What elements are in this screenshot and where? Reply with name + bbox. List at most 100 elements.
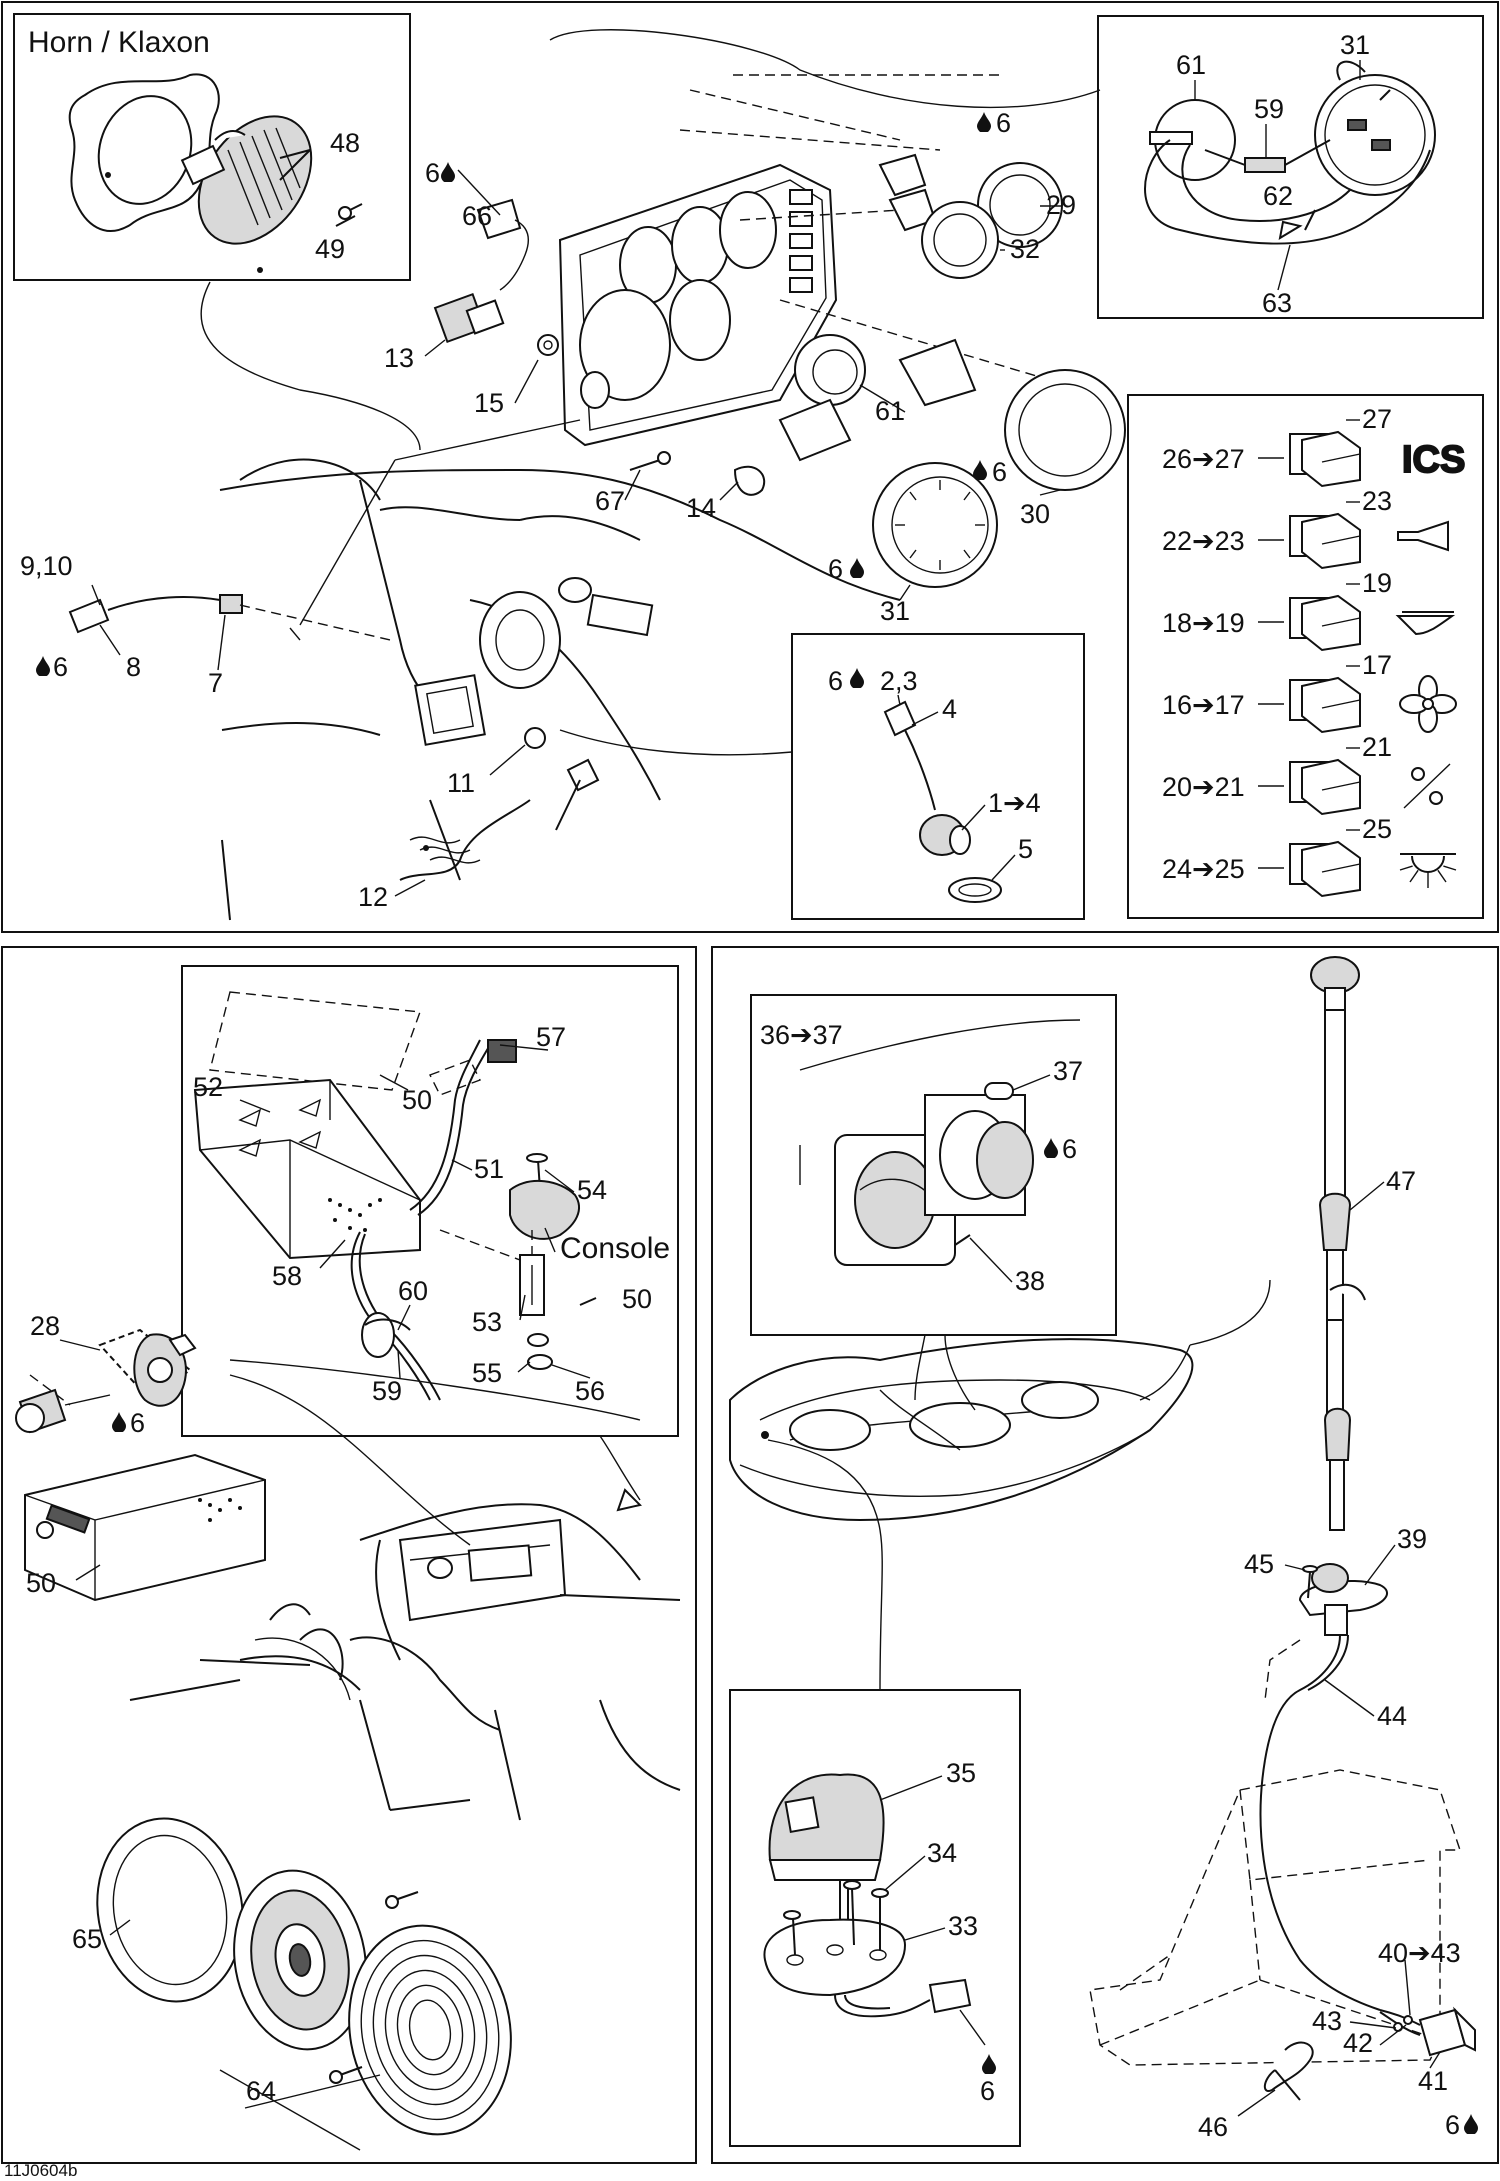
label-53: 53 [472, 1307, 502, 1337]
switch-part-label: 17 [1362, 650, 1392, 680]
label-5: 5 [1018, 834, 1033, 864]
label-6-c: 6 [992, 457, 1007, 487]
label-54: 54 [577, 1175, 607, 1205]
switch-kit-label: 24➔25 [1162, 854, 1245, 884]
dash-console [68, 29, 1126, 921]
courtesy-light-icon-ray [1409, 869, 1419, 883]
label-49: 49 [315, 234, 345, 264]
switch-kit-label: 20➔21 [1162, 772, 1245, 802]
courtesy-light-icon-ray [1443, 865, 1457, 871]
label-45: 45 [1244, 1549, 1274, 1579]
label-50-c: 50 [26, 1568, 56, 1598]
label-14: 14 [686, 493, 716, 523]
label-6-e: 6 [53, 652, 68, 682]
switch-rocker [1301, 430, 1361, 488]
label-40-43: 40➔43 [1378, 1938, 1461, 1968]
label-59-b: 59 [372, 1376, 402, 1406]
label-58: 58 [272, 1261, 302, 1291]
label-6-a: 6 [425, 158, 440, 188]
label-6-i: 6 [980, 2076, 995, 2106]
label-59-a: 59 [1254, 94, 1284, 124]
label-62: 62 [1263, 181, 1293, 211]
switch-rocker [1301, 758, 1361, 816]
label-36-37: 36➔37 [760, 1020, 843, 1050]
frame-bottom-left [1, 946, 697, 2164]
navigation-light-icon-slash [1403, 763, 1451, 809]
label-12: 12 [358, 882, 388, 912]
stereo-lower [15, 1328, 681, 2151]
label-31-a: 31 [880, 596, 910, 626]
switch-kit-label: 26➔27 [1162, 444, 1245, 474]
frame-bottom-right [711, 946, 1499, 2164]
sensor-panel [559, 633, 1085, 920]
label-28: 28 [30, 1311, 60, 1341]
courtesy-light-icon [1411, 855, 1445, 873]
label-46: 46 [1198, 2112, 1228, 2142]
label-50-b: 50 [622, 1284, 652, 1314]
stereo-panel [181, 965, 679, 1437]
label-55: 55 [472, 1358, 502, 1388]
label-52: 52 [193, 1072, 223, 1102]
switch-rocker [1301, 840, 1361, 898]
label-33: 33 [948, 1911, 978, 1941]
label-34: 34 [927, 1838, 957, 1868]
switches-panel [1127, 394, 1484, 919]
switch-rocker-edge [1321, 617, 1361, 627]
label-61-a: 61 [875, 396, 905, 426]
label-7: 7 [208, 668, 223, 698]
switch-kit-label: 18➔19 [1162, 608, 1245, 638]
fan-icon [1422, 698, 1434, 710]
label-41: 41 [1418, 2066, 1448, 2096]
label-1-4: 1➔4 [988, 788, 1041, 818]
label-37: 37 [1053, 1056, 1083, 1086]
label-35: 35 [946, 1758, 976, 1788]
label-6-b: 6 [996, 108, 1011, 138]
switch-part-label: 23 [1362, 486, 1392, 516]
label-9-10: 9,10 [20, 551, 73, 581]
switch-rocker-edge [1321, 699, 1361, 709]
label-60: 60 [398, 1276, 428, 1306]
ics-icon: ICS [1402, 439, 1465, 481]
figure-code: 11J0604b [4, 2161, 77, 2180]
horn-panel-title: Horn / Klaxon [28, 26, 210, 59]
label-39: 39 [1397, 1524, 1427, 1554]
label-8: 8 [126, 652, 141, 682]
label-43: 43 [1312, 2006, 1342, 2036]
label-61-b: 61 [1176, 50, 1206, 80]
switch-rocker [1301, 594, 1361, 652]
switch-rocker [1301, 676, 1361, 734]
label-6-g: 6 [130, 1408, 145, 1438]
switch-rocker-edge [1321, 781, 1361, 791]
label-66: 66 [462, 201, 492, 231]
switch-rocker [1301, 512, 1361, 570]
label-56: 56 [575, 1376, 605, 1406]
horn-icon [1397, 520, 1449, 552]
switch-rocker-edge [1321, 863, 1361, 873]
label-47: 47 [1386, 1166, 1416, 1196]
switch-part-label: 27 [1362, 404, 1392, 434]
label-6-h: 6 [1062, 1134, 1077, 1164]
label-13: 13 [384, 343, 414, 373]
label-6-d: 6 [828, 554, 843, 584]
courtesy-light-icon-ray [1437, 869, 1447, 883]
switch-part-label: 19 [1362, 568, 1392, 598]
switch-rocker-edge [1321, 535, 1361, 545]
label-console: Console [560, 1232, 670, 1265]
label-63: 63 [1262, 288, 1292, 318]
label-6-f: 6 [828, 666, 843, 696]
label-67: 67 [595, 486, 625, 516]
label-15: 15 [474, 388, 504, 418]
gauge-wiring-panel [1097, 15, 1484, 319]
switch-rows: 26➔2727ICS22➔232318➔191916➔171720➔212124… [1162, 404, 1466, 898]
horn-panel: Horn / Klaxon [13, 13, 411, 281]
label-38: 38 [1015, 1266, 1045, 1296]
navigation-light-icon [1411, 767, 1425, 781]
switch-kit-label: 16➔17 [1162, 690, 1245, 720]
label-51: 51 [474, 1154, 504, 1184]
boat-panel [729, 956, 1476, 2147]
label-4: 4 [942, 694, 957, 724]
switch-part-label: 25 [1362, 814, 1392, 844]
label-42: 42 [1343, 2028, 1373, 2058]
label-31-b: 31 [1340, 30, 1370, 60]
